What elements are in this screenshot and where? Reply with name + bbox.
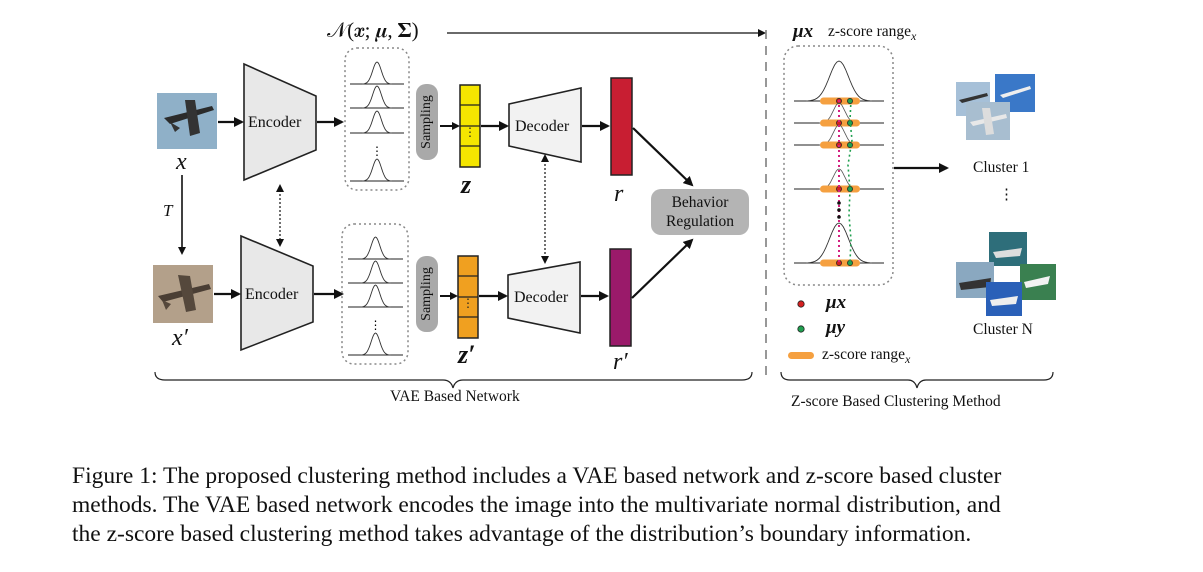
input-image-bottom bbox=[153, 265, 213, 323]
zscore-box bbox=[783, 45, 894, 286]
encoder-top-shape bbox=[243, 62, 317, 182]
legend-mu-x-dot bbox=[797, 300, 805, 308]
encoder-top-label: Encoder bbox=[248, 114, 302, 131]
encoder-bottom-shape bbox=[240, 234, 314, 352]
gaussian-curve bbox=[362, 61, 392, 85]
legend-mu-x-label: μx bbox=[826, 292, 847, 313]
cluster-1-label: Cluster 1 bbox=[973, 159, 1030, 176]
output-bottom-bar bbox=[609, 248, 632, 347]
zscore-brace bbox=[780, 371, 1054, 389]
sampling-pill-bottom bbox=[416, 256, 438, 332]
decoder-top-label: Decoder bbox=[515, 118, 570, 135]
caption-line-2: methods. The VAE based network encodes t… bbox=[72, 492, 1001, 518]
zscore-curve bbox=[805, 60, 873, 102]
vae-brace bbox=[154, 371, 753, 389]
zscore-range-header: z-score rangex bbox=[828, 24, 916, 42]
latent-vector-top: ⋮ bbox=[459, 84, 481, 168]
gaussian-ellipsis: ⋮ bbox=[371, 144, 383, 158]
encoder-bottom-label: Encoder bbox=[245, 286, 299, 303]
legend-zscore-sub: x bbox=[905, 352, 911, 367]
input-bottom-label: x′ bbox=[172, 325, 188, 351]
input-top-label: x bbox=[176, 149, 187, 175]
gaussian-curve bbox=[360, 284, 391, 308]
cluster-ellipsis: ⋮ bbox=[999, 187, 1014, 203]
gaussian-stack-top: ⋮ bbox=[350, 61, 404, 182]
transform-label: T bbox=[163, 201, 173, 220]
cluster-n-label: Cluster N bbox=[973, 321, 1033, 338]
gaussian-curve bbox=[362, 110, 392, 134]
zscore-mu-x-header: μx bbox=[793, 21, 814, 42]
legend-zscore-label: z-score rangex bbox=[822, 347, 910, 365]
normal-distribution-label: 𝒩(𝒙; 𝝁, 𝚺) bbox=[327, 18, 419, 42]
sampling-top-label: Sampling bbox=[419, 95, 434, 149]
sampling-bottom-label: Sampling bbox=[419, 267, 434, 321]
sampling-pill-top bbox=[416, 84, 438, 160]
behavior-regulation-line-1: Behavior bbox=[671, 194, 729, 211]
cluster-n-images bbox=[956, 232, 1056, 316]
arrow-output-behavior-bottom bbox=[631, 238, 694, 299]
caption-line-1: Figure 1: The proposed clustering method… bbox=[72, 463, 1002, 489]
decoder-top-shape bbox=[508, 87, 582, 163]
gaussian-curve bbox=[362, 85, 392, 109]
figure-caption: Figure 1: The proposed clustering method… bbox=[72, 462, 1152, 549]
legend-zscore-bar bbox=[788, 352, 814, 359]
zscore-range-header-text: z-score range bbox=[828, 23, 912, 40]
vae-network-label: VAE Based Network bbox=[390, 388, 520, 405]
legend-zscore-text: z-score range bbox=[822, 346, 906, 363]
svg-text:⋮: ⋮ bbox=[462, 296, 474, 310]
svg-text:⋮: ⋮ bbox=[464, 125, 476, 139]
gaussian-curve bbox=[360, 260, 391, 284]
zscore-method-label: Z-score Based Clustering Method bbox=[791, 393, 1001, 410]
gaussian-ellipsis: ⋮ bbox=[370, 318, 382, 332]
zscore-curve bbox=[805, 222, 873, 264]
latent-vector-bottom: ⋮ bbox=[457, 255, 479, 339]
latent-top-label: z bbox=[461, 170, 472, 199]
output-bottom-label: r′ bbox=[613, 349, 628, 375]
gaussian-stack-bottom: ⋮ bbox=[348, 236, 403, 356]
behavior-regulation-line-2: Regulation bbox=[665, 213, 735, 230]
decoder-bottom-shape bbox=[507, 261, 581, 334]
latent-bottom-label: z′ bbox=[458, 340, 476, 369]
output-top-label: r bbox=[614, 181, 624, 207]
behavior-regulation-label: Behavior Regulation bbox=[651, 193, 749, 231]
gaussian-box-top bbox=[344, 47, 410, 191]
output-top-bar bbox=[610, 77, 633, 176]
arrow-output-behavior-top bbox=[632, 127, 694, 187]
zscore-vertical-dots bbox=[837, 201, 841, 219]
cluster-1-images bbox=[956, 74, 1035, 140]
gaussian-curve bbox=[362, 158, 392, 182]
caption-line-3: the z-score based clustering method take… bbox=[72, 521, 972, 547]
legend-mu-y-dot bbox=[797, 325, 805, 333]
input-image-top bbox=[157, 93, 217, 149]
legend-mu-y-label: μy bbox=[826, 317, 845, 338]
gaussian-curve bbox=[360, 236, 391, 260]
gaussian-curve bbox=[360, 332, 391, 356]
architecture-diagram: ⋮ ⋮ ⋮ ⋮ bbox=[153, 29, 1056, 389]
mu-y-dot bbox=[847, 98, 853, 104]
decoder-bottom-label: Decoder bbox=[514, 289, 569, 306]
gaussian-box-bottom bbox=[341, 223, 409, 365]
behavior-regulation-box bbox=[651, 189, 749, 235]
zscore-range-header-sub: x bbox=[911, 29, 917, 44]
mu-y-column bbox=[847, 99, 853, 263]
